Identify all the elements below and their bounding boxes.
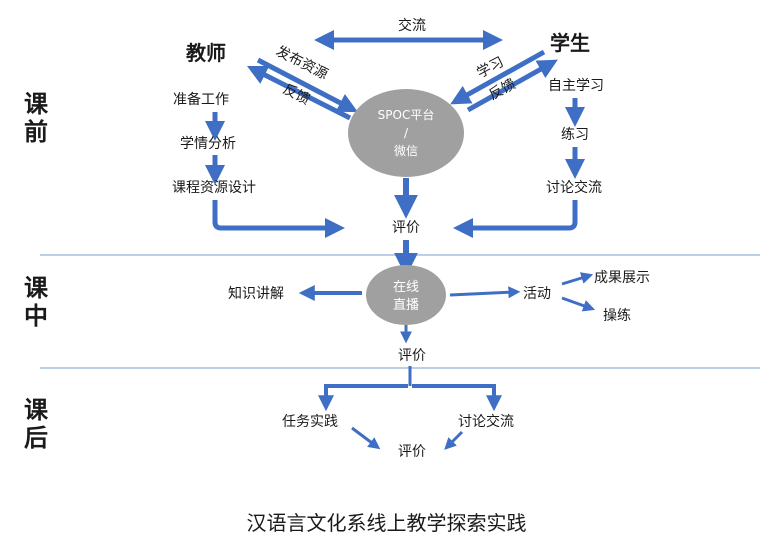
practice-label: 操练 bbox=[603, 308, 631, 324]
teacher-step-2: 学情分析 bbox=[180, 136, 236, 152]
task-label: 任务实践 bbox=[282, 414, 338, 430]
teacher-step-1: 准备工作 bbox=[173, 91, 229, 108]
publish-label: 发布资源 bbox=[273, 43, 330, 83]
teacher-to-evaluate-arrow bbox=[212, 200, 345, 238]
activity-to-practice-arrow bbox=[561, 296, 596, 312]
post-evaluate-label: 评价 bbox=[398, 444, 426, 460]
publish-arrow bbox=[256, 57, 358, 113]
study-arrow bbox=[450, 49, 546, 105]
phase-label-pre-1: 课 bbox=[24, 90, 49, 118]
student-label: 学生 bbox=[550, 31, 590, 55]
platform-ellipse bbox=[348, 89, 464, 177]
post-split-left-arrow bbox=[318, 384, 408, 412]
live-ellipse bbox=[366, 265, 446, 325]
phase-label-pre-2: 前 bbox=[24, 118, 48, 146]
in-evaluate-label: 评价 bbox=[398, 348, 426, 364]
pre-evaluate-label: 评价 bbox=[392, 220, 420, 236]
student-step-1: 自主学习 bbox=[548, 78, 604, 94]
platform-label-line2: / bbox=[404, 126, 409, 140]
student-step-3: 讨论交流 bbox=[546, 179, 602, 196]
live-label-line1: 在线 bbox=[393, 280, 419, 295]
live-to-activity-arrow bbox=[449, 286, 521, 299]
activity-label: 活动 bbox=[523, 286, 551, 302]
phase-label-post-2: 后 bbox=[24, 424, 48, 452]
discussion-label: 讨论交流 bbox=[458, 413, 514, 430]
feedback-right-arrow bbox=[466, 59, 558, 113]
platform-label-line1: SPOC平台 bbox=[378, 107, 435, 122]
showcase-label: 成果展示 bbox=[594, 270, 650, 286]
phase-label-in-1: 课 bbox=[24, 274, 49, 302]
student-step-2: 练习 bbox=[561, 127, 589, 143]
teacher-label: 教师 bbox=[186, 41, 226, 65]
knowledge-label: 知识讲解 bbox=[228, 285, 284, 302]
figure-caption: 汉语言文化系线上教学探索实践 bbox=[246, 511, 527, 535]
phase-label-post-1: 课 bbox=[24, 396, 49, 424]
live-label-line2: 直播 bbox=[393, 298, 419, 313]
post-split-right-arrow bbox=[412, 384, 502, 412]
discussion-to-evaluate-arrow bbox=[444, 430, 464, 450]
activity-to-showcase-arrow bbox=[561, 272, 594, 286]
feedback-left-arrow bbox=[246, 65, 352, 121]
platform-label-line3: 微信 bbox=[394, 144, 418, 158]
student-to-evaluate-arrow bbox=[453, 200, 578, 238]
exchange-label: 交流 bbox=[398, 17, 426, 34]
phase-label-in-2: 中 bbox=[24, 302, 48, 330]
teacher-step-3: 课程资源设计 bbox=[172, 180, 256, 196]
task-to-evaluate-arrow bbox=[351, 426, 381, 450]
